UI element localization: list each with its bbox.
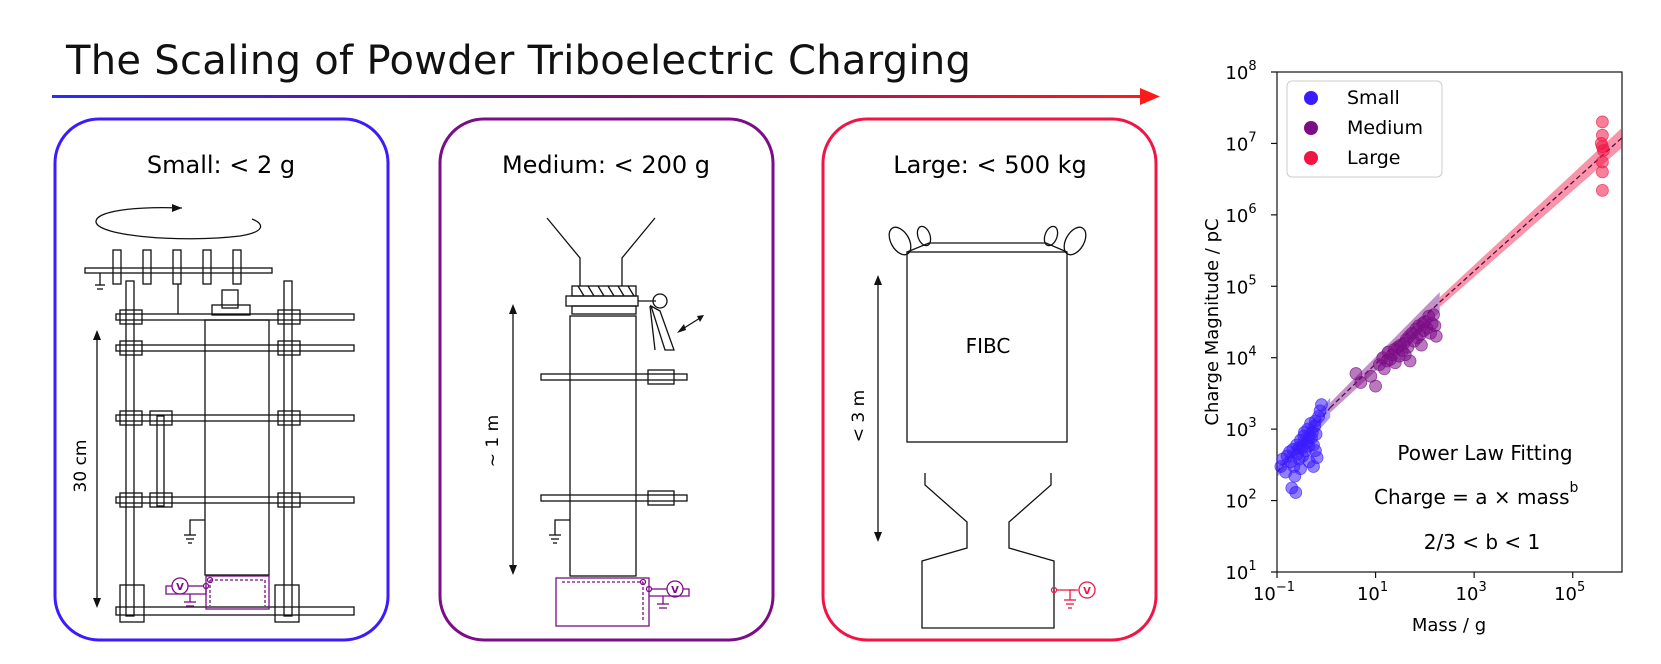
- legend-marker-small: [1304, 91, 1318, 105]
- legend-label-medium: Medium: [1347, 117, 1423, 139]
- rotation-arrow: [95, 206, 262, 240]
- point-large-0: [1595, 115, 1609, 129]
- power-law-annotation: Power Law Fitting Charge = a × massb 2/3…: [1374, 441, 1579, 554]
- y-tick-label-4: 105: [1225, 273, 1256, 298]
- point-medium-37: [1427, 308, 1440, 322]
- x-tick-label-2: 103: [1456, 580, 1487, 605]
- point-small-34: [1315, 398, 1328, 412]
- small-dimension-label: 30 cm: [71, 440, 91, 493]
- y-tick-label-3: 104: [1225, 345, 1256, 370]
- page-title: The Scaling of Powder Triboelectric Char…: [66, 38, 972, 84]
- data-points: [1274, 115, 1610, 499]
- y-axis-label: Charge Magnitude / pC: [1202, 218, 1223, 425]
- medium-dimension-label: ~ 1 m: [483, 415, 503, 467]
- annotation-line-1: Power Law Fitting: [1397, 441, 1572, 465]
- fit-line-segment-2: [1439, 137, 1623, 303]
- panel-large-title: Large: < 500 kg: [893, 151, 1087, 179]
- point-medium-1: [1354, 376, 1368, 389]
- point-small-9: [1289, 486, 1303, 499]
- legend-marker-large: [1304, 151, 1318, 165]
- y-axis-ticks: 101 102 103 104 105 106 107 108: [1225, 59, 1277, 584]
- large-voltmeter-label: V: [1083, 586, 1091, 597]
- point-small-38: [1288, 469, 1302, 483]
- point-medium-39: [1429, 329, 1443, 343]
- y-tick-label-2: 103: [1225, 416, 1256, 441]
- large-apparatus: [874, 225, 1087, 629]
- legend-label-large: Large: [1347, 147, 1400, 169]
- plot-frame: [1276, 71, 1623, 573]
- point-small-37: [1292, 441, 1306, 455]
- fit-confidence-band: [1277, 127, 1622, 478]
- fit-band-segment-2: [1439, 127, 1622, 308]
- point-small-36: [1302, 431, 1316, 445]
- y-tick-label-7: 108: [1225, 59, 1256, 84]
- fibc-label: FIBC: [966, 334, 1011, 358]
- y-tick-label-0: 101: [1225, 559, 1256, 584]
- small-voltmeter-label: V: [176, 582, 184, 593]
- annotation-line-3: 2/3 < b < 1: [1424, 530, 1541, 554]
- small-apparatus: [84, 204, 355, 623]
- x-tick-label-0: 10−1: [1253, 580, 1295, 605]
- point-small-35: [1308, 444, 1322, 458]
- panel-small: Small: < 2 g: [53, 117, 390, 642]
- point-large-5: [1595, 183, 1609, 197]
- scaling-arrow: [52, 88, 1160, 105]
- x-axis-label: Mass / g: [1412, 615, 1486, 636]
- y-tick-label-5: 106: [1225, 202, 1256, 227]
- x-axis-ticks: 10−1 101 103 105: [1253, 572, 1585, 605]
- y-tick-label-6: 107: [1225, 130, 1256, 155]
- panel-small-title: Small: < 2 g: [147, 151, 295, 179]
- panel-medium-title: Medium: < 200 g: [502, 151, 710, 179]
- x-tick-label-3: 105: [1554, 580, 1585, 605]
- large-dimension-label: < 3 m: [849, 390, 869, 442]
- medium-faraday-cup: [555, 577, 690, 627]
- panel-large: Large: < 500 kg FIBC < 3 m: [821, 117, 1158, 642]
- point-large-4: [1595, 165, 1609, 179]
- legend-marker-medium: [1304, 121, 1318, 135]
- medium-voltmeter-label: V: [671, 585, 679, 596]
- y-tick-label-1: 102: [1225, 488, 1256, 513]
- point-small-39: [1307, 460, 1320, 473]
- point-medium-3: [1369, 379, 1382, 393]
- large-voltmeter-icon: [1078, 581, 1096, 599]
- legend-label-small: Small: [1347, 87, 1400, 109]
- panel-medium: Medium: < 200 g: [438, 117, 775, 642]
- large-electrometer: [1050, 581, 1096, 609]
- point-medium-29: [1414, 338, 1428, 352]
- x-tick-label-1: 101: [1357, 580, 1388, 605]
- small-faraday-cup: [165, 575, 270, 610]
- annotation-line-2: Charge = a × massb: [1374, 480, 1579, 509]
- point-medium-22: [1403, 354, 1417, 368]
- medium-apparatus: [509, 217, 704, 577]
- point-large-7: [1594, 137, 1608, 150]
